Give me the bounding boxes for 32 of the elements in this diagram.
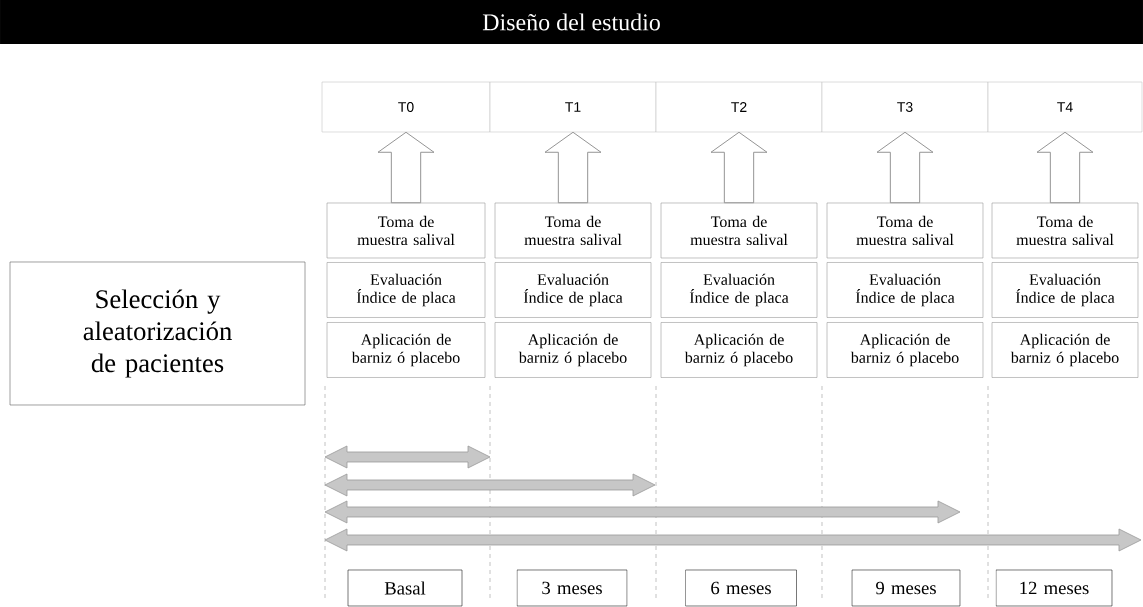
procedure-box: Evaluación Índice de placa bbox=[826, 262, 984, 318]
procedure-box: Aplicación de barniz ó placebo bbox=[826, 322, 984, 378]
procedure-box: Toma de muestra salival bbox=[326, 202, 486, 259]
time-point-cell: T1 bbox=[489, 81, 657, 133]
procedure-box: Toma de muestra salival bbox=[494, 202, 652, 259]
block-arrow bbox=[377, 131, 435, 204]
procedure-box: Evaluación Índice de placa bbox=[326, 262, 486, 318]
block-arrow bbox=[876, 131, 934, 204]
time-label-box: 12 meses bbox=[995, 569, 1113, 607]
procedure-box: Toma de muestra salival bbox=[991, 202, 1139, 259]
procedure-box: Aplicación de barniz ó placebo bbox=[991, 322, 1139, 378]
time-point-cell: T3 bbox=[821, 81, 989, 133]
block-arrow bbox=[1036, 131, 1094, 204]
procedure-box: Aplicación de barniz ó placebo bbox=[326, 322, 486, 378]
time-label-box: 6 meses bbox=[685, 569, 797, 607]
selection-box: Selección y aleatorización de pacientes bbox=[9, 261, 306, 406]
procedure-box: Toma de muestra salival bbox=[660, 202, 818, 259]
time-point-cell: T2 bbox=[655, 81, 823, 133]
time-label-box: Basal bbox=[347, 569, 463, 607]
time-label-box: 3 meses bbox=[516, 569, 628, 607]
procedure-box: Aplicación de barniz ó placebo bbox=[494, 322, 652, 378]
block-arrow bbox=[710, 131, 768, 204]
time-label-box: 9 meses bbox=[851, 569, 961, 607]
procedure-box: Evaluación Índice de placa bbox=[660, 262, 818, 318]
time-point-cell: T0 bbox=[321, 81, 491, 133]
block-arrow bbox=[544, 131, 602, 204]
procedure-box: Evaluación Índice de placa bbox=[991, 262, 1139, 318]
title-bar: Diseño del estudio bbox=[0, 0, 1143, 44]
time-point-cell: T4 bbox=[987, 81, 1143, 133]
procedure-box: Toma de muestra salival bbox=[826, 202, 984, 259]
procedure-box: Evaluación Índice de placa bbox=[494, 262, 652, 318]
procedure-box: Aplicación de barniz ó placebo bbox=[660, 322, 818, 378]
